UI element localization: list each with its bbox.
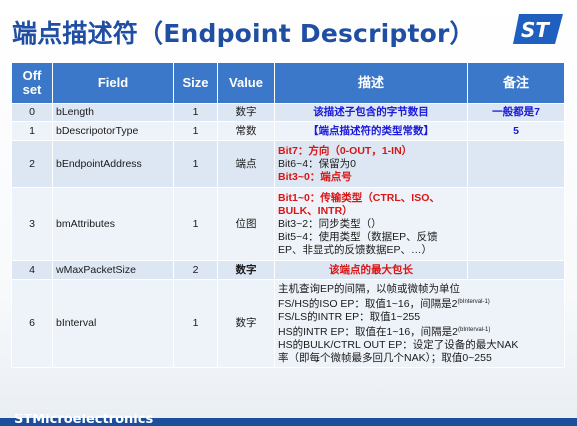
cell-description: 【端点描述符的类型常数】 xyxy=(274,121,468,141)
cell-value: 端点 xyxy=(217,140,275,188)
desc-line: BULK、INTR） xyxy=(278,204,353,217)
cell-field: bDescripotorType xyxy=(52,121,174,141)
table-row: 2 bEndpointAddress 1 端点 Bit7：方向（0-OUT，1-… xyxy=(11,140,565,188)
cell-size: 1 xyxy=(173,121,218,141)
cell-field: bEndpointAddress xyxy=(52,140,174,188)
desc-line: EP、非显式的反馈数据EP、…） xyxy=(278,243,433,256)
cell-description: 该端点的最大包长 xyxy=(274,260,468,280)
footer-bar xyxy=(0,418,577,426)
cell-description: Bit1~0：传输类型（CTRL、ISO、 BULK、INTR） Bit3~2：… xyxy=(274,187,468,261)
cell-note xyxy=(467,187,565,261)
cell-note: 一般都是7 xyxy=(467,103,565,122)
cell-offset: 4 xyxy=(11,260,53,280)
header-value: Value xyxy=(217,62,275,104)
desc-line: Bit3~0：端点号 xyxy=(278,170,352,183)
cell-value: 数字 xyxy=(217,260,275,280)
cell-size: 2 xyxy=(173,260,218,280)
cell-note xyxy=(467,140,565,188)
cell-offset: 0 xyxy=(11,103,53,122)
cell-offset: 1 xyxy=(11,121,53,141)
header-field: Field xyxy=(52,62,174,104)
cell-size: 1 xyxy=(173,279,218,368)
desc-line: Bit3~2：同步类型（） xyxy=(278,217,382,230)
desc-line: Bit6~4：保留为0 xyxy=(278,157,356,170)
table-row: 4 wMaxPacketSize 2 数字 该端点的最大包长 xyxy=(11,260,565,280)
cell-size: 1 xyxy=(173,187,218,261)
cell-note xyxy=(467,260,565,280)
desc-line: 主机查询EP的间隔，以帧或微帧为单位 xyxy=(278,282,461,295)
cell-field: bInterval xyxy=(52,279,174,368)
desc-line-text: HS的INTR EP：取值在1~16，间隔是2 xyxy=(278,325,458,338)
desc-line: Bit1~0：传输类型（CTRL、ISO、 xyxy=(278,191,440,204)
cell-size: 1 xyxy=(173,140,218,188)
desc-line: 率（即每个微帧最多回几个NAK）；取值0~255 xyxy=(278,351,492,364)
st-logo-icon: ST xyxy=(513,14,563,44)
cell-description: Bit7：方向（0-OUT，1-IN） Bit6~4：保留为0 Bit3~0：端… xyxy=(274,140,468,188)
header-offset: Off set xyxy=(11,62,53,104)
desc-line: HS的BULK/CTRL OUT EP：设定了设备的最大NAK xyxy=(278,338,519,351)
cell-field: bLength xyxy=(52,103,174,122)
desc-line: Bit7：方向（0-OUT，1-IN） xyxy=(278,144,413,157)
cell-description: 该描述子包含的字节数目 xyxy=(274,103,468,122)
cell-value: 数字 xyxy=(217,279,275,368)
header-description: 描述 xyxy=(274,62,468,104)
cell-offset: 6 xyxy=(11,279,53,368)
desc-superscript: (bInterval-1) xyxy=(458,326,491,333)
endpoint-descriptor-table: Off set Field Size Value 描述 备注 0 bLength… xyxy=(11,62,565,368)
table-row: 6 bInterval 1 数字 主机查询EP的间隔，以帧或微帧为单位 FS/H… xyxy=(11,279,565,368)
page-title: 端点描述符（Endpoint Descriptor） xyxy=(12,19,475,48)
cell-offset: 2 xyxy=(11,140,53,188)
desc-line-text: FS/HS的ISO EP：取值1~16，间隔是2 xyxy=(278,297,458,310)
cell-value: 数字 xyxy=(217,103,275,122)
desc-line: HS的INTR EP：取值在1~16，间隔是2(bInterval-1) xyxy=(278,324,561,339)
cell-note: 5 xyxy=(467,121,565,141)
cell-description: 主机查询EP的间隔，以帧或微帧为单位 FS/HS的ISO EP：取值1~16，间… xyxy=(274,279,565,368)
table-header-row: Off set Field Size Value 描述 备注 xyxy=(11,62,565,104)
cell-size: 1 xyxy=(173,103,218,122)
desc-line: FS/HS的ISO EP：取值1~16，间隔是2(bInterval-1) xyxy=(278,296,561,311)
cell-value: 常数 xyxy=(217,121,275,141)
cell-offset: 3 xyxy=(11,187,53,261)
cell-value: 位图 xyxy=(217,187,275,261)
desc-line: FS/LS的INTR EP：取值1~255 xyxy=(278,310,421,323)
svg-text:ST: ST xyxy=(521,18,550,42)
header-size: Size xyxy=(173,62,218,104)
desc-line: Bit5~4：使用类型（数据EP、反馈 xyxy=(278,230,438,243)
footer-brand: STMicroelectronics xyxy=(14,414,154,426)
table-row: 3 bmAttributes 1 位图 Bit1~0：传输类型（CTRL、ISO… xyxy=(11,187,565,261)
table-row: 0 bLength 1 数字 该描述子包含的字节数目 一般都是7 xyxy=(11,103,565,122)
desc-superscript: (bInterval-1) xyxy=(457,298,490,305)
cell-field: wMaxPacketSize xyxy=(52,260,174,280)
table-row: 1 bDescripotorType 1 常数 【端点描述符的类型常数】 5 xyxy=(11,121,565,141)
cell-field: bmAttributes xyxy=(52,187,174,261)
header-note: 备注 xyxy=(467,62,565,104)
